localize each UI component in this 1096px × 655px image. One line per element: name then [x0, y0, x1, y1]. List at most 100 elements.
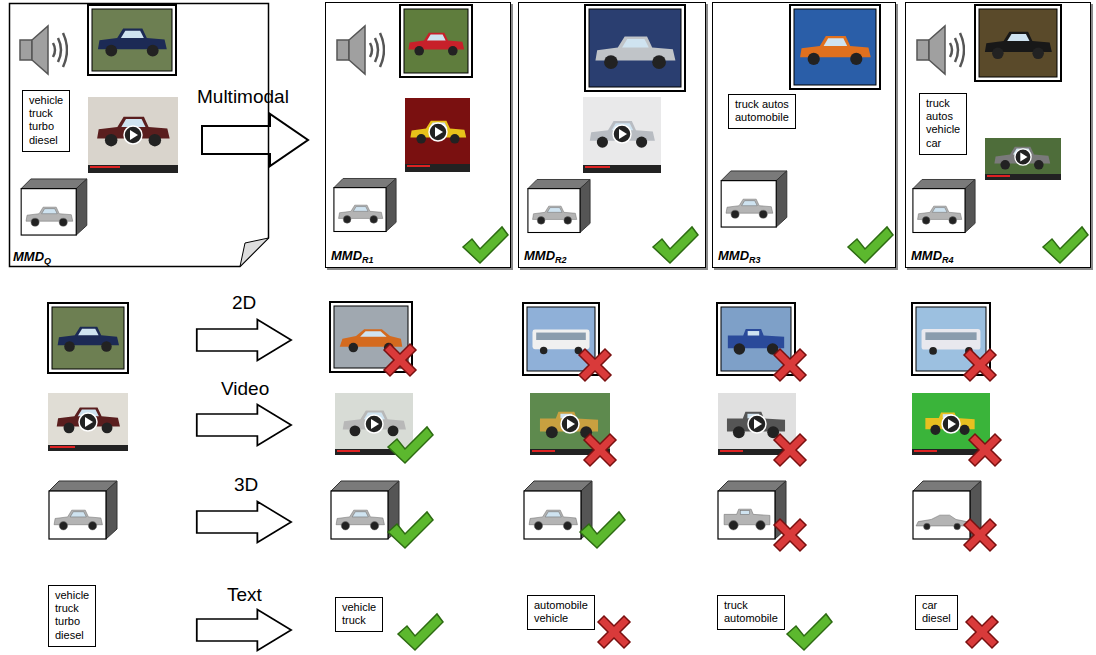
document-subscript: R3	[749, 255, 761, 265]
modality-label: 2D	[232, 292, 256, 314]
result-media	[400, 5, 472, 77]
query-media	[20, 5, 178, 235]
model-row	[49, 481, 117, 539]
modality-label: 3D	[234, 474, 258, 496]
query-media	[88, 97, 178, 173]
document-name: MMD	[13, 249, 44, 264]
video-row	[584, 434, 616, 466]
result-media	[583, 165, 661, 173]
result-media	[613, 125, 631, 143]
document-label: MMDR4	[911, 248, 954, 263]
document-page: MMDQvehicle truck turbo diesel	[8, 2, 270, 268]
keyword-list: truck autos automobile	[735, 98, 789, 124]
video-row	[337, 450, 360, 452]
model-row	[774, 519, 806, 551]
keyword-box: vehicle truck	[335, 597, 383, 632]
text-row	[787, 614, 832, 650]
result-media	[334, 178, 396, 231]
video-row	[50, 446, 75, 448]
image-row	[774, 349, 806, 381]
document-name: MMD	[911, 248, 942, 263]
result-media	[913, 179, 975, 232]
image-row	[48, 303, 128, 373]
model-row	[718, 481, 786, 539]
document-label: MMDR3	[718, 248, 761, 263]
document-page: MMDR1	[325, 2, 511, 268]
image-row	[197, 320, 291, 361]
keyword-list: truck autos vehicle car	[926, 97, 960, 150]
result-media	[979, 9, 1057, 77]
result-media	[405, 164, 470, 172]
block-arrow	[202, 114, 308, 166]
keyword-list: vehicle truck	[342, 601, 376, 627]
keyword-list: vehicle truck turbo diesel	[55, 589, 89, 642]
document-name: MMD	[524, 248, 555, 263]
modality-label: Multimodal	[197, 86, 289, 108]
image-row	[728, 329, 784, 355]
result-media	[800, 36, 871, 65]
result-media	[463, 227, 508, 263]
image-row	[384, 344, 416, 376]
model-row	[197, 502, 291, 543]
keyword-box: truck autos vehicle car	[919, 93, 967, 155]
keyword-box: automobile vehicle	[527, 595, 595, 630]
result-media	[407, 165, 430, 167]
result-media	[590, 121, 655, 148]
video-row	[79, 413, 97, 431]
result-media	[595, 36, 675, 69]
result-media	[429, 123, 447, 141]
result-media	[337, 26, 384, 74]
keyword-list: truck automobile	[724, 599, 778, 625]
document-page: MMDR4 truck autos vehicle car	[905, 2, 1091, 268]
video-row	[57, 407, 120, 433]
result-media	[994, 147, 1050, 170]
result-media	[848, 227, 893, 263]
page-fold	[240, 238, 269, 267]
model-row	[964, 519, 996, 551]
result-media	[790, 5, 880, 89]
keyword-box: truck autos automobile	[728, 94, 796, 129]
video-row	[925, 412, 974, 434]
video-row	[48, 445, 128, 451]
result-media	[404, 9, 468, 73]
text-row	[966, 616, 998, 648]
query-media	[98, 28, 167, 56]
video-row	[727, 412, 785, 438]
video-row	[365, 415, 383, 433]
video-row	[48, 393, 128, 451]
video-row	[969, 434, 1001, 466]
document-page: MMDR3 truck autos automobile	[712, 2, 896, 268]
result-media	[985, 32, 1052, 59]
video-row	[197, 405, 291, 446]
text-row	[598, 616, 630, 648]
result-media	[987, 175, 1010, 177]
video-row	[720, 450, 743, 452]
query-media	[20, 26, 67, 74]
keyword-box: truck automobile	[717, 595, 785, 630]
keyword-list: vehicle truck turbo diesel	[29, 94, 63, 147]
document-subscript: R1	[362, 255, 374, 265]
image-row	[579, 349, 611, 381]
result-media	[334, 5, 508, 263]
result-media	[794, 9, 876, 85]
document-label: MMDQ	[13, 249, 51, 264]
result-media	[585, 166, 610, 168]
result-media	[917, 26, 964, 74]
query-media	[92, 9, 172, 71]
document-subscript: Q	[44, 256, 51, 266]
document-name: MMD	[331, 248, 362, 263]
keyword-box: vehicle truck turbo diesel	[22, 90, 70, 152]
result-media	[408, 33, 464, 56]
result-media	[913, 5, 1088, 263]
query-media	[90, 166, 120, 168]
result-media	[410, 121, 466, 144]
result-media	[405, 98, 470, 172]
result-media	[528, 5, 698, 263]
document-subscript: R4	[942, 255, 954, 265]
modality-label: Video	[221, 378, 269, 400]
result-media	[985, 174, 1061, 180]
query-media	[88, 5, 176, 75]
image-row	[58, 327, 119, 352]
model-row	[388, 512, 433, 548]
